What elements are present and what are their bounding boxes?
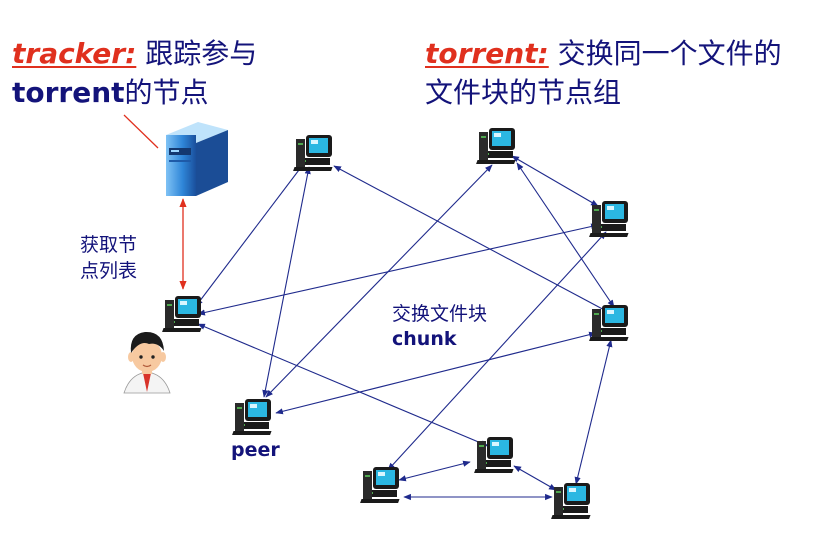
exchange-chunk-label: 交换文件块 xyxy=(392,303,488,325)
link-right-mid-peer-to-bottom-right-peer xyxy=(574,339,613,485)
torrent-keyword: torrent: xyxy=(425,37,549,70)
torrent-description-line2: 文件块的节点组 xyxy=(425,76,622,109)
desktop-computer-icon xyxy=(360,467,400,503)
desktop-computer-icon xyxy=(476,128,516,164)
link-mid-left-peer-to-bottom-center-peer xyxy=(197,323,489,447)
chunk-label: chunk xyxy=(392,328,457,350)
link-top-right-peer-to-peer-left-bottom xyxy=(265,164,493,398)
peer-links xyxy=(195,155,615,501)
desktop-computer-icon xyxy=(551,483,591,519)
desktop-computer-icon xyxy=(162,296,202,332)
desktop-computer-icon xyxy=(589,305,629,341)
torrent-description-line1: 交换同一个文件的 xyxy=(557,37,782,70)
server-icon xyxy=(166,122,228,196)
tracker-description-line1: 跟踪参与 xyxy=(145,37,258,70)
link-bottom-center-peer-to-bottom-right-peer xyxy=(513,465,557,491)
desktop-computer-icon xyxy=(474,437,514,473)
get-peer-list-line1: 获取节 xyxy=(80,234,138,256)
tracker-keyword: tracker: xyxy=(12,37,137,70)
link-top-right-peer-to-right-upper-peer xyxy=(511,155,599,207)
desktop-computer-icon xyxy=(589,201,629,237)
peer-label: peer xyxy=(231,439,280,461)
user-avatar-icon xyxy=(123,331,171,394)
tracker-heading: tracker: 跟踪参与 xyxy=(12,37,257,71)
link-top-peer-to-peer-left-bottom xyxy=(262,166,311,398)
tracker-callout-line xyxy=(123,114,159,149)
tracker-description-line2: 的节点 xyxy=(124,76,209,109)
link-bottom-left-peer-to-bottom-center-peer xyxy=(398,460,471,482)
get-peer-list-line2: 点列表 xyxy=(80,260,138,282)
torrent-heading: torrent: 交换同一个文件的 xyxy=(425,37,782,71)
desktop-computer-icon xyxy=(232,399,272,435)
link-right-upper-peer-to-bottom-left-peer xyxy=(387,231,607,471)
tracker-heading-line2: torrent的节点 xyxy=(12,76,209,110)
tracker-torrent-word: torrent xyxy=(12,76,125,109)
desktop-computer-icon xyxy=(293,135,333,171)
link-right-upper-peer-to-mid-left-peer xyxy=(197,223,599,316)
